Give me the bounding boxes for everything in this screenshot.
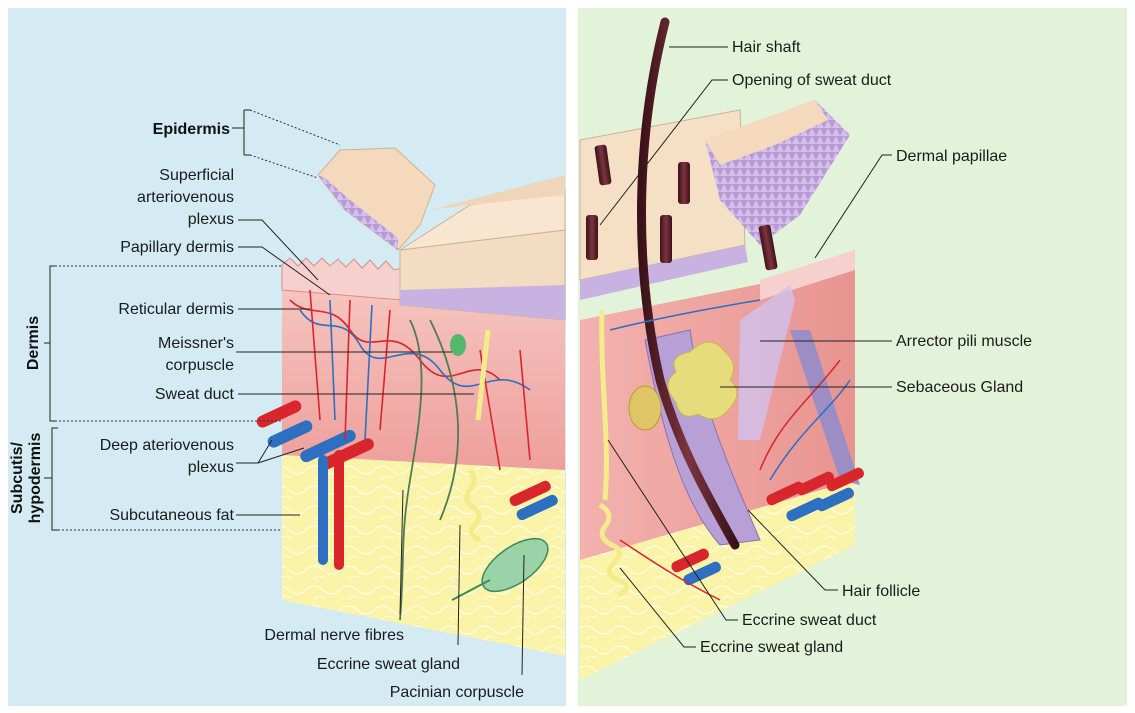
opening-sweat-duct-label: Opening of sweat duct bbox=[732, 72, 892, 89]
dermal-nerve-label: Dermal nerve fibres bbox=[264, 627, 404, 644]
dermis-label: Dermis bbox=[25, 316, 42, 370]
hair-shaft-label: Hair shaft bbox=[732, 39, 801, 56]
deep-plexus-label-1: Deep ateriovenous bbox=[100, 437, 234, 454]
reticular-dermis-label: Reticular dermis bbox=[118, 301, 234, 318]
arrector-pili-label: Arrector pili muscle bbox=[896, 333, 1032, 350]
hair-follicle-label: Hair follicle bbox=[842, 583, 920, 600]
deep-plexus-label-2: plexus bbox=[188, 459, 234, 476]
eccrine-gland-left-label: Eccrine sweat gland bbox=[317, 656, 460, 673]
superficial-label-3: plexus bbox=[188, 211, 234, 228]
sweat-duct-label: Sweat duct bbox=[155, 386, 235, 403]
superficial-label-1: Superficial bbox=[159, 167, 234, 184]
eccrine-gland-right-label: Eccrine sweat gland bbox=[700, 639, 843, 656]
epidermis-label: Epidermis bbox=[153, 121, 230, 138]
papillary-dermis-label: Papillary dermis bbox=[120, 239, 234, 256]
small-gland bbox=[629, 386, 661, 430]
subcutaneous-fat-label: Subcutaneous fat bbox=[109, 507, 234, 524]
subcutis-label-line2: hypodermis bbox=[27, 433, 44, 524]
meissner-label-2: corpuscle bbox=[166, 357, 235, 374]
meissner-label-1: Meissner's bbox=[158, 335, 234, 352]
meissner-corpuscle bbox=[450, 334, 466, 356]
dermal-papillae-label: Dermal papillae bbox=[896, 148, 1007, 165]
subcutis-label-line1: Subcutis/ bbox=[9, 441, 26, 514]
eccrine-duct-right-label: Eccrine sweat duct bbox=[742, 612, 877, 629]
superficial-label-2: arteriovenous bbox=[137, 189, 234, 206]
pacinian-label: Pacinian corpuscle bbox=[390, 684, 524, 701]
sebaceous-gland-label: Sebaceous Gland bbox=[896, 379, 1023, 396]
